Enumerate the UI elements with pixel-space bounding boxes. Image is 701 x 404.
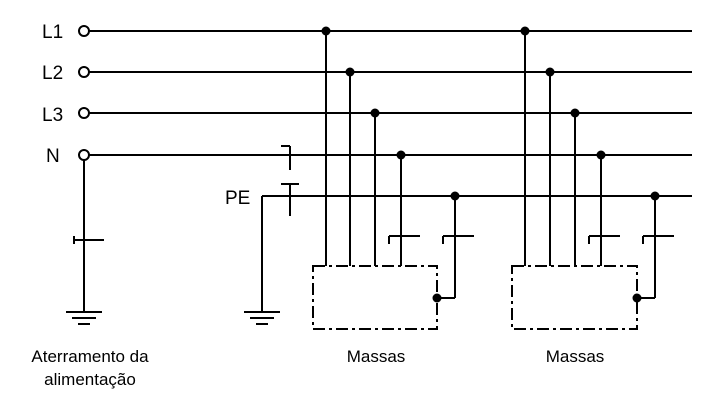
mass-enclosure-left [312,265,438,330]
pe-earthing [244,145,299,325]
label-pe: PE [225,188,250,209]
junction-dot [321,26,331,36]
caption-supply-earthing-line1: Aterramento da [31,347,149,366]
label-n: N [46,146,60,167]
caption-masses-left: Massas [347,347,406,366]
label-l2: L2 [42,63,63,84]
mass-enclosure-right [511,265,638,330]
junction-dot [596,150,606,160]
junction-dot [370,108,380,118]
junction-dot [570,108,580,118]
junction-dot [520,26,530,36]
supply-earthing [66,160,104,325]
label-l1: L1 [42,22,63,43]
junction-dot [345,67,355,77]
ground-symbol-supply [66,311,102,325]
terminal-l1 [78,25,90,37]
junction-dot [396,150,406,160]
junction-dot [545,67,555,77]
terminal-l3 [78,107,90,119]
caption-supply-earthing-line2: alimentação [44,370,136,389]
label-l3: L3 [42,105,63,126]
equipment-group-right [511,26,674,330]
terminal-l2 [78,66,90,78]
terminal-n [78,149,90,161]
ground-symbol-pe [244,311,280,325]
caption-masses-right: Massas [546,347,605,366]
equipment-group-left [312,26,474,330]
